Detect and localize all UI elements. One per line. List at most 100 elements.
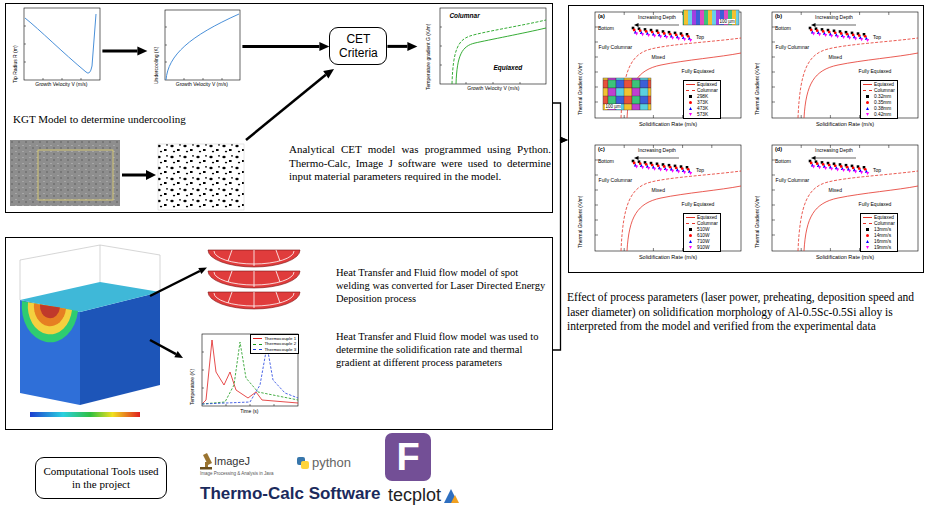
data-markers	[812, 33, 815, 36]
process-box: CET Criteria	[329, 27, 387, 65]
data-markers	[665, 36, 668, 39]
axis-label: Tip Radius R (m)	[12, 3, 18, 83]
layout-arrow	[323, 69, 334, 78]
legend-entry: Equiaxed	[686, 82, 718, 88]
flow-arrow	[407, 42, 417, 51]
result-plots	[595, 145, 741, 251]
undercooling-plot	[165, 27, 222, 80]
legend-text: Equiaxed	[874, 82, 894, 88]
micrograph	[10, 140, 120, 206]
melt-pool-3d	[34, 303, 66, 326]
melt-pool-slices	[208, 271, 300, 288]
axis-label: Growth Velocity V (m/s)	[164, 81, 239, 87]
legend-entry: Equiaxed	[863, 215, 895, 221]
melt-pool-slices	[208, 292, 300, 309]
plot-chart: Temperature (K)Time (s)Thermocouple 1The…	[184, 329, 302, 421]
flow-arrow	[561, 137, 568, 143]
melt-pool-3d	[40, 305, 60, 319]
legend-text: Columnar	[697, 221, 718, 227]
axis-label: Thermal Gradient (K/m)	[754, 15, 760, 115]
layout-arrow	[174, 351, 183, 358]
legend-entry: 610W	[686, 233, 718, 239]
data-markers	[671, 170, 674, 173]
region-label: Fully Equiaxed	[681, 201, 715, 207]
data-markers	[824, 167, 827, 170]
data-markers	[641, 166, 644, 169]
melt-pool-3d	[28, 302, 72, 334]
flow-arrow	[387, 45, 407, 48]
flow-arrow	[242, 45, 319, 48]
melt-pool-3d	[20, 245, 160, 417]
result-plot: (b)Increasing DepthBottomTopFully Column…	[748, 8, 922, 138]
legend-entry: 19mm/s	[863, 245, 895, 251]
data-markers	[689, 172, 692, 175]
legend-box: EquiaxedColumnar510W610W710W910W	[683, 213, 721, 252]
scale-bar: 100 µm	[719, 19, 735, 24]
legend-entry: 14mm/s	[863, 233, 895, 239]
plot-chart: ColumnarEquiaxedTemperature gradient G (…	[417, 4, 549, 104]
legend-sample	[686, 101, 695, 104]
undercooling-plot	[165, 10, 240, 80]
legend-box: EquiaxedColumnar0.32mm0.35mm0.38mm0.42mm	[860, 80, 898, 119]
kgt-plot	[24, 8, 100, 80]
legend-sample	[686, 228, 695, 231]
axis-label: Solidification Rate (m/s)	[595, 254, 741, 261]
panel-letter: (d)	[775, 146, 782, 153]
logo-text: tecplot	[388, 485, 441, 507]
region-label: Mixed	[651, 187, 666, 193]
layout-arrow	[150, 340, 176, 354]
legend-entry: 373K	[686, 100, 718, 106]
plot-chart: Tip Radius R (m)Growth Velocity V (m/s)	[7, 4, 102, 94]
layout-arrow	[150, 268, 207, 359]
data-markers	[683, 38, 686, 41]
legend-swatch	[689, 113, 692, 116]
legend-sample	[686, 246, 695, 249]
data-markers	[836, 168, 839, 171]
legend-sample	[863, 228, 872, 231]
data-markers	[830, 35, 833, 38]
data-markers	[854, 171, 857, 174]
legend-entry: Thermocouple 1	[253, 336, 296, 342]
legend-line	[863, 84, 872, 85]
legend-entry: 710W	[686, 239, 718, 245]
logo-text: F	[385, 437, 431, 477]
legend-line	[686, 90, 695, 91]
caption-text: Effect of process parameters (laser powe…	[567, 290, 921, 334]
melt-pool-slices	[214, 271, 294, 287]
legend-swatch	[866, 240, 869, 243]
legend-swatch	[866, 228, 869, 231]
legend-entry: Thermocouple 3	[253, 347, 296, 353]
legend-swatch	[689, 240, 692, 243]
kgt-plot	[24, 8, 100, 80]
layout-arrow	[122, 174, 147, 177]
data-markers	[659, 35, 662, 38]
cet-plot	[456, 28, 546, 84]
legend-entry: 0.38mm	[863, 106, 895, 112]
region-label: Columnar	[449, 12, 479, 20]
region-label: Fully Columnar	[598, 44, 633, 50]
micrograph	[38, 150, 113, 200]
data-markers	[647, 34, 650, 37]
flow-arrow	[561, 137, 568, 143]
flow-arrow	[553, 103, 568, 143]
legend-entry: Columnar	[686, 88, 718, 94]
annotation: Bottom	[775, 25, 791, 31]
legend-entry: 573K	[686, 112, 718, 118]
legend-entry: Columnar	[863, 221, 895, 227]
annotation: Bottom	[598, 158, 614, 164]
legend-swatch	[866, 95, 869, 98]
legend-sample	[863, 95, 872, 98]
scale-bar: 100 µm	[605, 104, 621, 109]
legend-text: 0.42mm	[874, 112, 891, 118]
layout-arrow	[246, 75, 326, 140]
data-markers	[836, 35, 839, 38]
flow-arrow	[553, 140, 561, 350]
legend-text: 0.32mm	[874, 94, 891, 100]
legend-text: Thermocouple 3	[264, 347, 296, 353]
flow-arrow	[387, 42, 417, 51]
annotation: Increasing Depth	[633, 147, 681, 153]
legend-swatch	[689, 228, 692, 231]
axis-label: Growth Velocity V (m/s)	[21, 81, 101, 87]
legend-entry: Equiaxed	[863, 82, 895, 88]
